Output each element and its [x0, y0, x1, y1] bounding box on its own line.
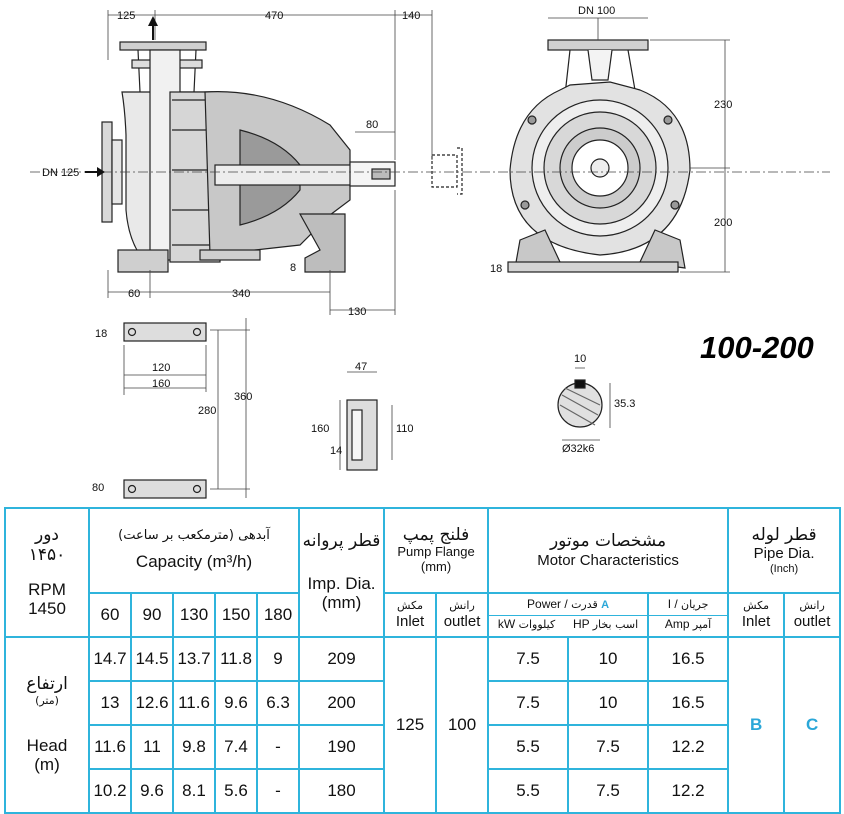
kw-value: 7.5: [487, 636, 570, 682]
flange-outlet-header: رانش outlet: [435, 592, 490, 638]
table-row: 11.6 11 9.8 7.4 - 190 5.5 7.5 12.2: [5, 724, 840, 770]
capacity-header: آبدهی (مترمکعب بر ساعت) Capacity (m³/h): [87, 507, 301, 594]
dim-side-top-3: 140: [402, 10, 420, 22]
dim-front-foot: 18: [490, 263, 502, 275]
dim-side-top-2: 470: [265, 10, 283, 22]
capacity-col-5: 180: [255, 592, 301, 638]
dim-plan-6: 80: [92, 482, 104, 494]
head-value: -: [255, 724, 301, 770]
dim-guard-2: 160: [311, 423, 329, 435]
flange-header: فلنج پمپ Pump Flange (mm): [383, 507, 490, 594]
head-value: 9.6: [214, 680, 258, 726]
imp-value: 190: [298, 724, 386, 770]
motor-current-header: I / جریان Amp آمپر: [647, 592, 730, 638]
head-value: 11.6: [172, 680, 216, 726]
head-value: 13: [88, 680, 132, 726]
dim-side-top-1: 125: [117, 10, 135, 22]
imp-value: 180: [298, 768, 386, 814]
dim-guard-1: 47: [355, 361, 367, 373]
kw-value: 5.5: [487, 768, 570, 814]
speed-cell: دور ۱۴۵۰ RPM 1450: [4, 507, 90, 638]
head-value: 14.5: [130, 636, 174, 682]
flange-outlet-value: 100: [435, 636, 490, 814]
head-value: 6.3: [255, 680, 301, 726]
dim-plan-4: 280: [198, 405, 216, 417]
imp-dia-header: قطر پروانه Imp. Dia. (mm): [298, 507, 386, 638]
capacity-col-4: 150: [214, 592, 258, 638]
flange-inlet-value: 125: [383, 636, 438, 814]
dim-side-bottom-1: 60: [128, 288, 140, 300]
flange-inlet-header: مکش Inlet: [383, 592, 438, 638]
hp-value: 7.5: [567, 768, 650, 814]
head-value: 9.8: [172, 724, 216, 770]
dim-plan-2: 120: [152, 362, 170, 374]
dim-guard-4: 14: [330, 445, 342, 457]
head-value: 9.6: [130, 768, 174, 814]
head-value: 5.6: [214, 768, 258, 814]
head-value: 11: [130, 724, 174, 770]
dim-side-foot: 8: [290, 262, 296, 274]
head-value: 13.7: [172, 636, 216, 682]
dim-front-1: 230: [714, 99, 732, 111]
technical-drawing: 125 470 140 80 DN 125 60 340 130 8 DN 10…: [30, 5, 830, 499]
motor-power-header: Power / قدرت A kW کیلووات HP اسب بخار: [487, 592, 650, 638]
amp-value: 16.5: [647, 680, 730, 726]
amp-value: 16.5: [647, 636, 730, 682]
dim-side-bottom-2: 340: [232, 288, 250, 300]
inlet-label: DN 125: [42, 167, 79, 179]
dim-plan-5: 360: [234, 391, 252, 403]
table-row: 10.2 9.6 8.1 5.6 - 180 5.5 7.5 12.2: [5, 768, 840, 814]
dim-side-bottom-3: 130: [348, 306, 366, 318]
pipe-inlet-header: مکش Inlet: [727, 592, 786, 638]
dim-plan-3: 160: [152, 378, 170, 390]
kw-value: 5.5: [487, 724, 570, 770]
head-value: 9: [255, 636, 301, 682]
table-row: 13 12.6 11.6 9.6 6.3 200 7.5 10 16.5: [5, 680, 840, 726]
imp-value: 200: [298, 680, 386, 726]
capacity-col-2: 90: [130, 592, 174, 638]
dim-shaft-height: 35.3: [614, 398, 635, 410]
pipe-inlet-value: B: [727, 636, 786, 814]
dim-shaft-dia: Ø32k6: [562, 443, 594, 455]
pipe-outlet-value: C: [783, 636, 842, 814]
head-value: 12.6: [130, 680, 174, 726]
capacity-col-1: 60: [88, 592, 132, 638]
dim-shaft-len: 80: [366, 119, 378, 131]
head-value: 7.4: [214, 724, 258, 770]
kw-value: 7.5: [487, 680, 570, 726]
dim-guard-3: 110: [396, 423, 414, 435]
head-value: 14.7: [88, 636, 132, 682]
dim-plan-1: 18: [95, 328, 107, 340]
dim-shaft-key: 10: [574, 353, 586, 365]
imp-value: 209: [298, 636, 386, 682]
amp-value: 12.2: [647, 768, 730, 814]
hp-value: 7.5: [567, 724, 650, 770]
table-row: ارتفاع (متر) Head (m) 14.7 14.5 13.7 11.…: [4, 636, 842, 814]
head-label-cell: ارتفاع (متر) Head (m): [4, 636, 90, 814]
pipe-header: قطر لوله Pipe Dia. (Inch): [727, 507, 842, 594]
head-value: 11.6: [88, 724, 132, 770]
motor-header: مشخصات موتور Motor Characteristics: [487, 507, 730, 594]
head-value: -: [255, 768, 301, 814]
capacity-col-3: 130: [172, 592, 216, 638]
hp-value: 10: [567, 636, 650, 682]
spec-table: دور ۱۴۵۰ RPM 1450 آبدهی (مترمکعب بر ساعت…: [4, 507, 842, 814]
head-value: 10.2: [88, 768, 132, 814]
head-value: 8.1: [172, 768, 216, 814]
hp-value: 10: [567, 680, 650, 726]
model-number: 100-200: [700, 330, 814, 365]
pipe-outlet-header: رانش outlet: [783, 592, 842, 638]
dim-front-2: 200: [714, 217, 732, 229]
amp-value: 12.2: [647, 724, 730, 770]
head-value: 11.8: [214, 636, 258, 682]
outlet-label: DN 100: [578, 5, 615, 17]
